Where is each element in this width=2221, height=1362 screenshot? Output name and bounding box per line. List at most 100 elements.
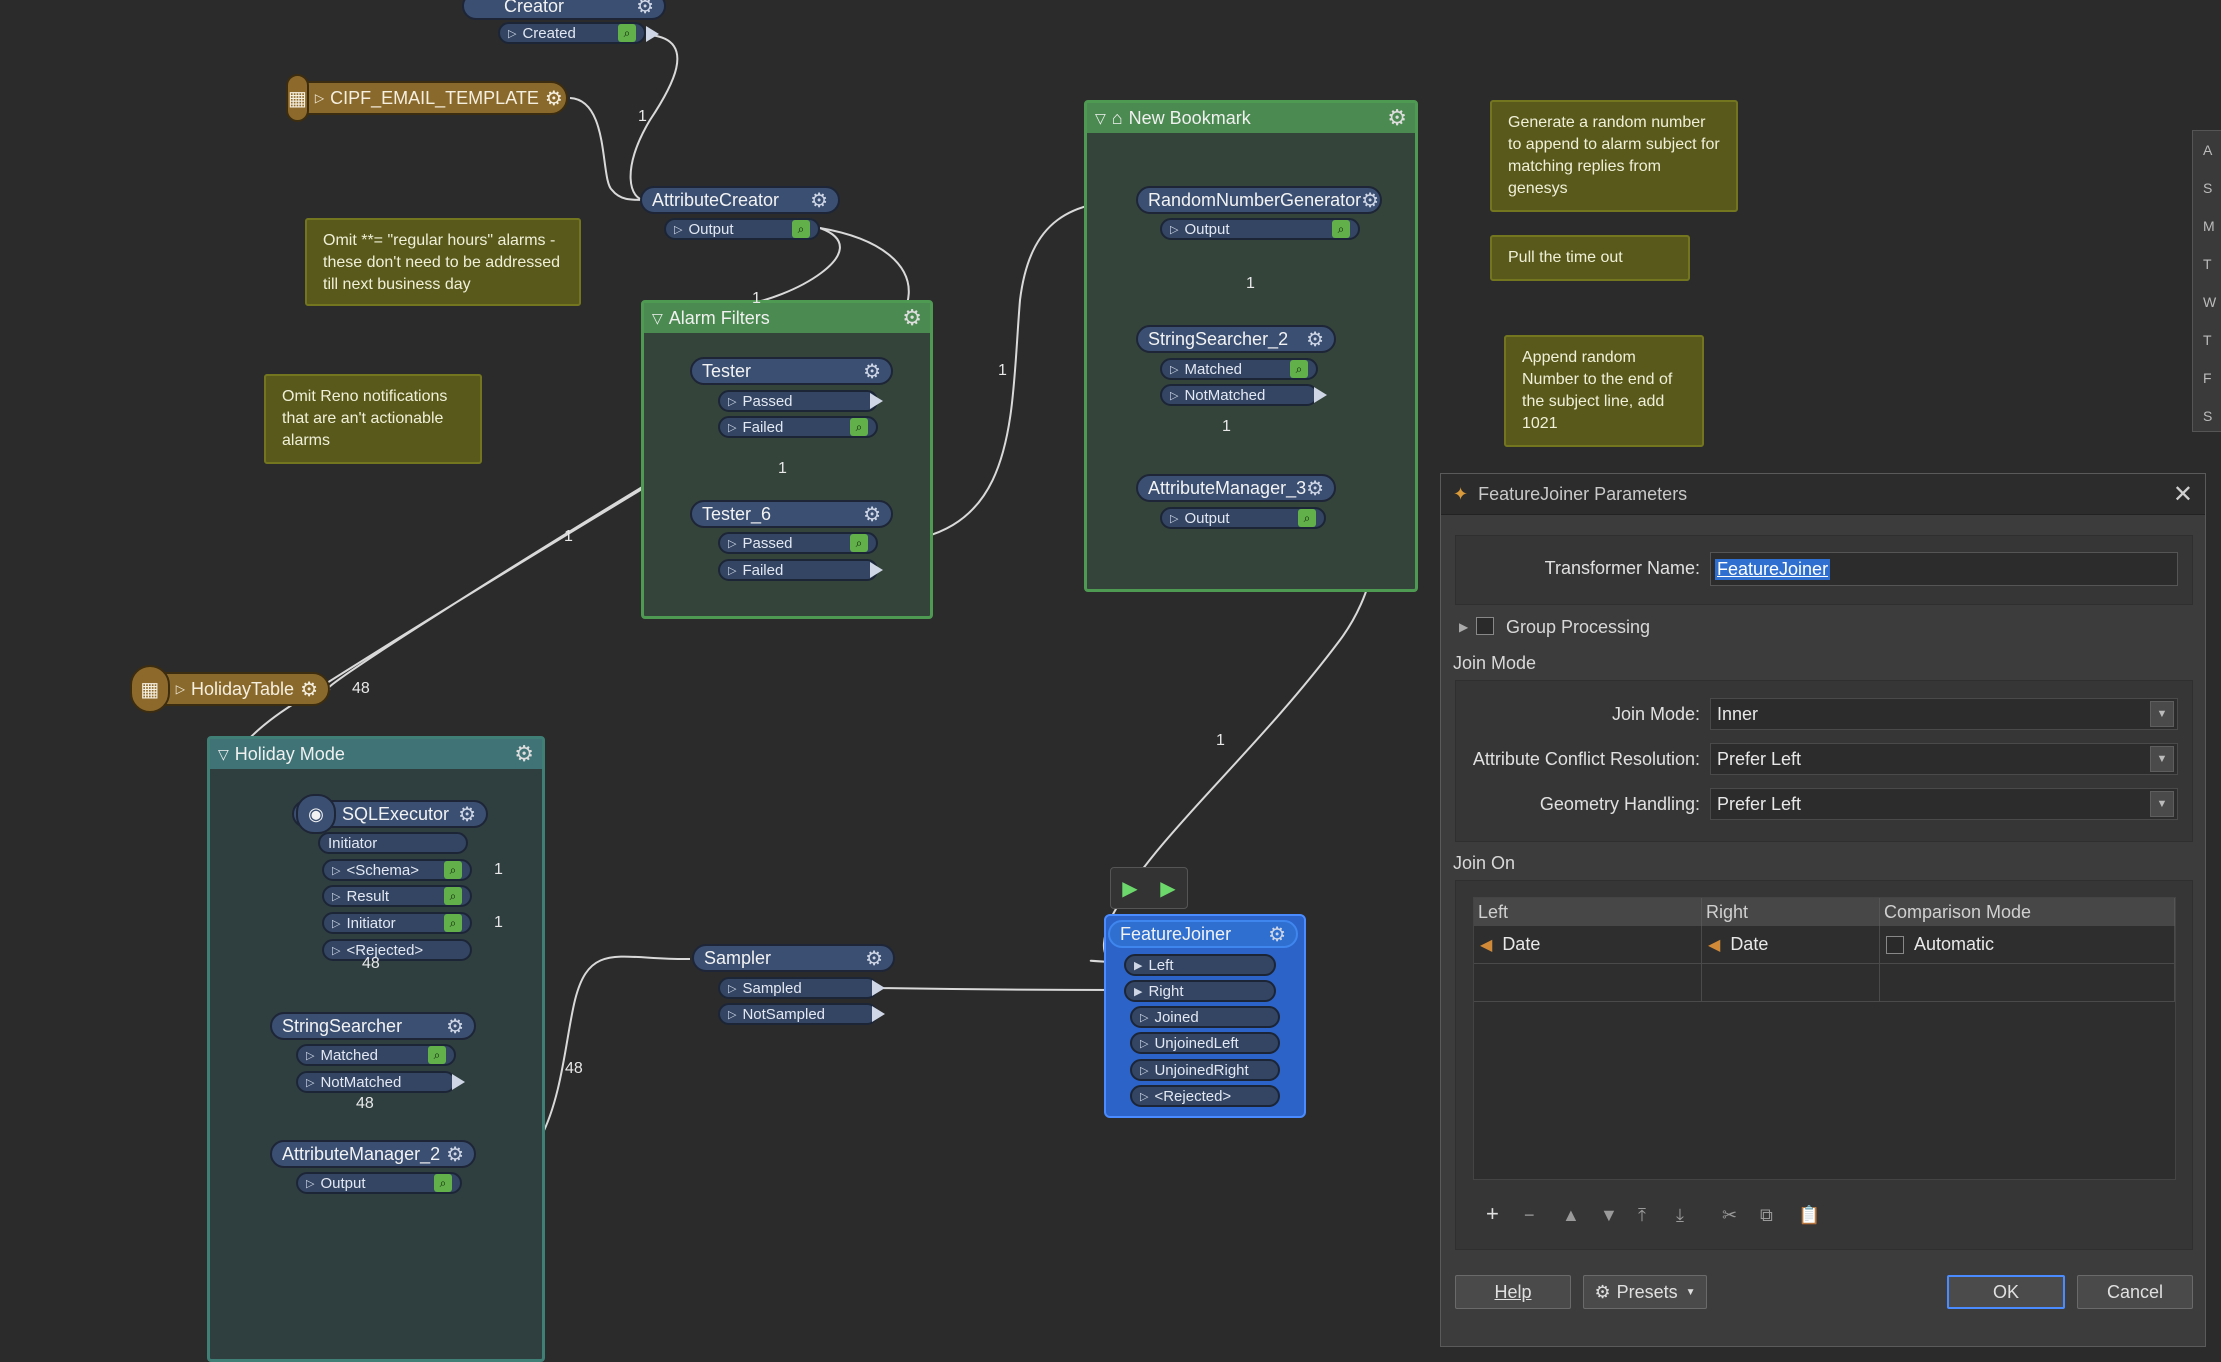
- transformer-tester[interactable]: Tester ⚙: [690, 357, 893, 385]
- inspect-icon[interactable]: ⌕: [792, 220, 810, 238]
- bookmark-header[interactable]: ▽ Holiday Mode ⚙: [210, 739, 542, 769]
- help-button[interactable]: Help: [1455, 1275, 1571, 1309]
- add-row-icon[interactable]: +: [1486, 1201, 1499, 1226]
- gear-icon[interactable]: ⚙: [458, 803, 476, 826]
- inspect-icon[interactable]: ⌕: [444, 914, 462, 932]
- transformer-featurejoiner[interactable]: FeatureJoiner ⚙: [1108, 920, 1298, 948]
- port-created[interactable]: ▷ Created ⌕: [498, 22, 646, 44]
- geometry-handling-options-button[interactable]: ▼: [2150, 791, 2174, 817]
- collapse-triangle-icon[interactable]: ▽: [218, 745, 229, 762]
- inspect-icon[interactable]: ⌕: [1298, 509, 1316, 527]
- gear-icon[interactable]: ⚙: [1306, 477, 1325, 500]
- port-left[interactable]: ▶ Left: [1124, 954, 1276, 976]
- port-joined[interactable]: ▷ Joined: [1130, 1006, 1280, 1028]
- move-top-icon[interactable]: ⤒: [1638, 1205, 1646, 1225]
- annotation-generate-random[interactable]: Generate a random number to append to al…: [1490, 100, 1738, 212]
- gear-icon[interactable]: ⚙: [636, 0, 654, 18]
- inspect-icon[interactable]: ⌕: [444, 887, 462, 905]
- inspect-icon[interactable]: ⌕: [1290, 360, 1308, 378]
- run-to-this-icon[interactable]: ▶: [1122, 877, 1138, 900]
- output-arrow-icon[interactable]: [872, 1006, 885, 1022]
- cut-icon[interactable]: ✂: [1722, 1205, 1738, 1225]
- port-initiator-input[interactable]: Initiator: [318, 832, 468, 854]
- bookmark-header[interactable]: ▽ Alarm Filters ⚙: [644, 303, 930, 333]
- table-cell-right[interactable]: [1702, 964, 1880, 1002]
- output-arrow-icon[interactable]: [1314, 387, 1327, 403]
- output-arrow-icon[interactable]: [870, 562, 883, 578]
- conflict-resolution-select[interactable]: Prefer Left ▼: [1710, 743, 2178, 775]
- port-failed[interactable]: ▷ Failed ⌕: [718, 416, 878, 438]
- port-output[interactable]: ▷ Output ⌕: [664, 218, 820, 240]
- dialog-titlebar[interactable]: ✦ FeatureJoiner Parameters ✕: [1441, 474, 2205, 515]
- port-unjoinedright[interactable]: ▷ UnjoinedRight: [1130, 1059, 1280, 1081]
- gear-icon[interactable]: ⚙: [1268, 923, 1286, 946]
- move-up-icon[interactable]: ▲: [1562, 1205, 1580, 1225]
- transformer-tester-6[interactable]: Tester_6 ⚙: [690, 500, 893, 528]
- inspect-icon[interactable]: ⌕: [618, 24, 636, 42]
- port-matched[interactable]: ▷ Matched ⌕: [296, 1044, 456, 1066]
- transformer-name-input[interactable]: FeatureJoiner: [1710, 552, 2178, 586]
- inspect-icon[interactable]: ⌕: [850, 418, 868, 436]
- column-header-left[interactable]: Left: [1474, 898, 1702, 926]
- ok-button[interactable]: OK: [1947, 1275, 2065, 1309]
- port-rejected[interactable]: ▷ <Rejected>: [322, 939, 472, 961]
- gear-icon[interactable]: ⚙: [902, 305, 922, 330]
- transformer-attributemanager-2[interactable]: AttributeManager_2 ⚙: [270, 1140, 476, 1168]
- port-rejected[interactable]: ▷ <Rejected>: [1130, 1085, 1280, 1107]
- gear-icon[interactable]: ⚙: [810, 189, 828, 212]
- bookmark-header[interactable]: ▽ ⌂ New Bookmark ⚙: [1087, 103, 1415, 133]
- inspect-icon[interactable]: ⌕: [428, 1046, 446, 1064]
- gear-icon[interactable]: ⚙: [300, 678, 318, 701]
- port-initiator-output[interactable]: ▷ Initiator ⌕: [322, 912, 472, 934]
- port-notmatched[interactable]: ▷ NotMatched: [1160, 384, 1318, 406]
- conflict-resolution-options-button[interactable]: ▼: [2150, 746, 2174, 772]
- transformer-sampler[interactable]: Sampler ⚙: [692, 944, 895, 972]
- column-header-comparison-mode[interactable]: Comparison Mode: [1880, 898, 2175, 926]
- run-from-this-icon[interactable]: ▶: [1160, 877, 1176, 900]
- reader-cipf-email-template[interactable]: ▦ ▷ CIPF_EMAIL_TEMPLATE ⚙: [286, 74, 568, 122]
- port-sampled[interactable]: ▷ Sampled: [718, 977, 878, 999]
- gear-icon[interactable]: ⚙: [446, 1015, 464, 1038]
- port-result[interactable]: ▷ Result ⌕: [322, 885, 472, 907]
- output-arrow-icon[interactable]: [872, 980, 885, 996]
- reader-holidaytable[interactable]: ▦ ▷ HolidayTable ⚙: [130, 665, 330, 713]
- paste-icon[interactable]: 📋: [1798, 1205, 1821, 1225]
- collapse-triangle-icon[interactable]: ▽: [1095, 109, 1106, 126]
- table-cell-right[interactable]: ◀ Date: [1702, 926, 1880, 964]
- inspect-icon[interactable]: ⌕: [850, 534, 868, 552]
- remove-row-icon[interactable]: −: [1524, 1205, 1535, 1225]
- geometry-handling-select[interactable]: Prefer Left ▼: [1710, 788, 2178, 820]
- inspect-icon[interactable]: ⌕: [434, 1174, 452, 1192]
- transformer-attributemanager-3[interactable]: AttributeManager_3 ⚙: [1136, 474, 1336, 502]
- table-cell-left[interactable]: [1474, 964, 1702, 1002]
- port-right[interactable]: ▶ Right: [1124, 980, 1276, 1002]
- transformer-attributecreator[interactable]: AttributeCreator ⚙: [640, 186, 840, 214]
- port-failed[interactable]: ▷ Failed: [718, 559, 878, 581]
- gear-icon[interactable]: ⚙: [863, 503, 881, 526]
- inspect-icon[interactable]: ⌕: [1332, 220, 1350, 238]
- output-arrow-icon[interactable]: [452, 1074, 465, 1090]
- gear-icon[interactable]: ⚙: [544, 87, 563, 110]
- close-icon[interactable]: ✕: [2172, 480, 2193, 508]
- group-processing-checkbox[interactable]: [1476, 617, 1494, 635]
- join-mode-options-button[interactable]: ▼: [2150, 701, 2174, 727]
- transformer-creator[interactable]: Creator ⚙: [462, 0, 666, 20]
- run-controls[interactable]: ▶ ▶: [1110, 867, 1188, 909]
- gear-icon[interactable]: ⚙: [1361, 189, 1380, 212]
- port-unjoinedleft[interactable]: ▷ UnjoinedLeft: [1130, 1032, 1280, 1054]
- presets-button[interactable]: ⚙ Presets ▼: [1583, 1275, 1707, 1309]
- port-output[interactable]: ▷ Output ⌕: [296, 1172, 462, 1194]
- copy-icon[interactable]: ⧉: [1760, 1205, 1773, 1225]
- port-matched[interactable]: ▷ Matched ⌕: [1160, 358, 1318, 380]
- join-on-table[interactable]: Left Right Comparison Mode ◀ Date ◀ Date…: [1473, 897, 2176, 1180]
- gear-icon[interactable]: ⚙: [514, 741, 534, 766]
- transformer-stringsearcher-2[interactable]: StringSearcher_2 ⚙: [1136, 325, 1336, 353]
- port-output[interactable]: ▷ Output ⌕: [1160, 507, 1326, 529]
- gear-icon[interactable]: ⚙: [865, 947, 883, 970]
- annotation-omit-reno[interactable]: Omit Reno notifications that are an't ac…: [264, 374, 482, 464]
- expand-triangle-icon[interactable]: ▶: [1459, 620, 1469, 634]
- gear-icon[interactable]: ⚙: [1387, 105, 1407, 130]
- move-down-icon[interactable]: ▼: [1600, 1205, 1618, 1225]
- port-notsampled[interactable]: ▷ NotSampled: [718, 1003, 878, 1025]
